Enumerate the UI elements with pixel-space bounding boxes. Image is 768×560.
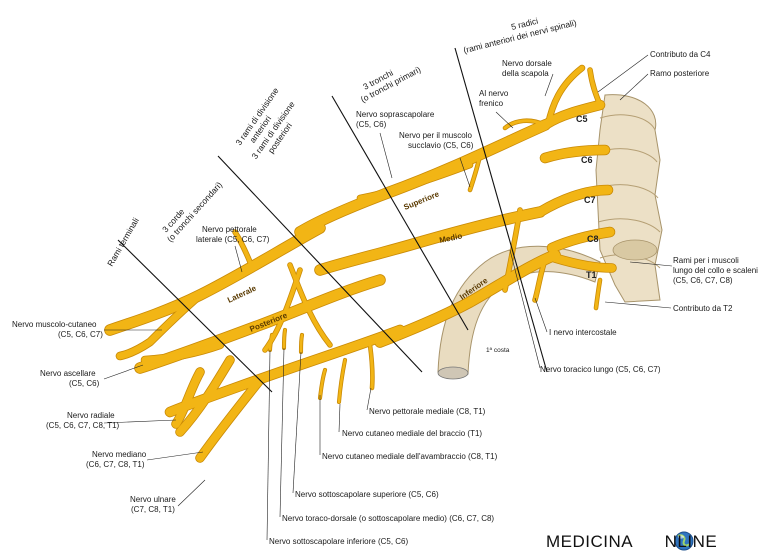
vertebral-column: [595, 94, 663, 303]
label-muscolo-cutaneo: Nervo muscolo-cutaneo(C5, C6, C7): [12, 320, 103, 339]
lower-subscapular-nerve: [268, 333, 274, 352]
root-c8: C8: [587, 234, 599, 244]
first-intercostal-nerve: [533, 258, 547, 302]
thoracodorsal-nerve: [282, 328, 287, 350]
subclavius-nerve: [468, 153, 482, 192]
label-ulnare: Nervo ulnare(C7, C8, T1): [130, 495, 176, 514]
root-t1: T1: [586, 270, 597, 280]
svg-text:3 rami di divisione ante: 3 rami di divisione anteriori 3 rami di …: [232, 84, 307, 167]
lateral-pectoral-nerve: [233, 230, 252, 264]
label-mediano: Nervo mediano(C6, C7, C8, T1): [86, 450, 147, 469]
upper-subscapular-nerve: [299, 333, 304, 354]
label-ascellare: Nervo ascellare(C5, C6): [40, 369, 100, 388]
cord-laterale: Laterale: [226, 283, 258, 304]
label-contributo-c4: Contributo da C4: [650, 50, 711, 59]
root-c5: C5: [576, 114, 588, 124]
label-radiale: Nervo radiale(C5, C6, C7, C8, T1): [46, 411, 120, 430]
globe-logo-icon: [674, 531, 694, 551]
suprascapular-nerve: [357, 162, 473, 201]
root-c7-nerve: [535, 185, 613, 217]
svg-text:3 tronchi (o tronchi pri: 3 tronchi (o tronchi primari): [354, 55, 422, 104]
label-sottoscap-superiore: Nervo sottoscapolare superiore (C5, C6): [295, 490, 439, 499]
zone-dividers: [117, 47, 548, 393]
label-pettorale-mediale: Nervo pettorale mediale (C8, T1): [369, 407, 486, 416]
zone-rami-terminali: Rami terminali: [105, 216, 141, 268]
lateral-to-medial-link-nerve: [288, 263, 332, 347]
label-costa: 1ª costa: [486, 347, 510, 354]
svg-text:5 radici (rami anteriori: 5 radici (rami anteriori dei nervi spina…: [460, 7, 578, 56]
brand-left: MEDICINA: [546, 532, 633, 551]
dorsal-scapular-nerve: [545, 65, 585, 128]
radial-nerve: [172, 368, 204, 428]
brand-wordmark: MEDICINA NLINE: [546, 532, 717, 552]
musculocutaneous-nerve: [116, 291, 204, 360]
label-cutaneo-braccio: Nervo cutaneo mediale del braccio (T1): [342, 429, 482, 438]
trunk-superiore: Superiore: [402, 189, 441, 212]
root-c6: C6: [581, 155, 593, 165]
root-c7: C7: [584, 195, 596, 205]
trunk-middle-nerve: [315, 207, 545, 275]
ulnar-nerve: [196, 376, 264, 462]
nerve-labels: Contributo da C4 Ramo posteriore Nervo d…: [12, 50, 758, 546]
axillary-nerve: [141, 341, 224, 364]
root-labels: C5 C6 C7 C8 T1: [576, 114, 599, 280]
trunk-lower-nerve: [375, 250, 560, 347]
label-toraco-dorsale: Nervo toraco-dorsale (o sottoscapolare m…: [282, 514, 494, 523]
label-contributo-t2: Contributo da T2: [673, 304, 733, 313]
median-nerve: [176, 356, 234, 436]
label-toracico-lungo: Nervo toracico lungo (C5, C6, C7): [540, 365, 661, 374]
root-c8-nerve: [547, 227, 615, 253]
medial-pectoral-nerve: [368, 343, 374, 390]
label-soprascapolare: Nervo soprascapolare(C5, C6): [356, 110, 435, 129]
label-ramo-posteriore: Ramo posteriore: [650, 69, 710, 78]
root-t1-nerve: [551, 254, 616, 272]
t2-contribution-nerve: [594, 278, 602, 310]
label-intercostale: I nervo intercostale: [549, 328, 617, 337]
brand-right: NLINE: [664, 532, 718, 551]
label-cutaneo-avambraccio: Nervo cutaneo mediale dell'avambraccio (…: [322, 452, 498, 461]
cutaneous-arm-nerve: [337, 358, 347, 404]
label-sottoscap-inferiore: Nervo sottoscapolare inferiore (C5, C6): [269, 537, 409, 546]
nerve-network: [104, 64, 617, 463]
root-c6-nerve: [540, 145, 610, 163]
leader-lines: [103, 54, 673, 541]
c4-contribution-nerve: [588, 68, 602, 107]
